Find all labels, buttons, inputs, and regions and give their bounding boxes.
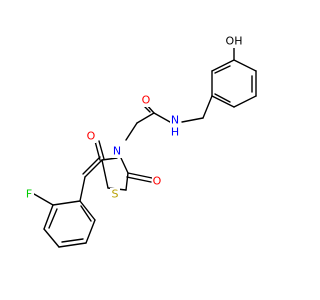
bond-line [125,172,129,191]
bond-line [153,112,171,123]
atom-label-ring-n: N [113,145,121,158]
bond-line [82,156,101,175]
bond-line [98,140,105,160]
atom-label-amide-o: O [142,94,151,107]
bond-line [43,204,54,230]
bond-line [52,200,81,206]
atom-label-hydroxyl: OH [226,35,243,48]
bond-line [61,238,84,243]
bond-line [233,59,257,72]
atom-label-amide-n: N [171,114,179,127]
bond-line [202,95,213,119]
bond-line [48,208,58,229]
atom-amide-nitrogen: N H [170,114,180,139]
bond-line [101,159,109,189]
bond-line [80,205,92,222]
bond-line [214,93,231,103]
bond-line [125,122,138,141]
bond-line [101,157,118,161]
atom-label-amide-h: H [171,126,179,139]
atom-ring-sulfur: S [110,188,120,201]
atom-c2-oxygen: O [152,175,162,188]
bond-line [126,176,152,183]
bond-line [127,172,153,179]
bonds [33,46,257,248]
atom-fluorine: F [24,188,34,201]
bond-line [79,200,96,221]
bond-line [233,95,257,108]
bond-line [85,219,96,244]
atom-ring-nitrogen: N [112,145,122,158]
atom-amide-oxygen: O [141,94,151,107]
atom-label-fluorine: F [26,188,32,201]
bond-line [79,176,86,202]
bond-line [211,95,235,108]
atom-labels: OH O N H N O O S F [24,35,243,201]
bond-line [181,117,204,123]
atom-label-c2-o: O [153,175,162,188]
atom-hydroxyl-group: OH [225,35,243,48]
bond-line [94,140,101,161]
molecule-structure: OH O N H N O O S F [24,35,257,248]
bond-line [84,159,103,178]
atom-label-c4-o: O [87,130,96,143]
bond-line [211,59,235,72]
bond-line [33,193,54,206]
bond-line [120,157,129,174]
bond-line [136,112,155,124]
bond-line [214,65,231,74]
bond-line [58,242,87,248]
atom-label-ring-s: S [112,188,119,201]
bond-line [43,228,60,248]
atom-c4-oxygen: O [86,130,96,143]
